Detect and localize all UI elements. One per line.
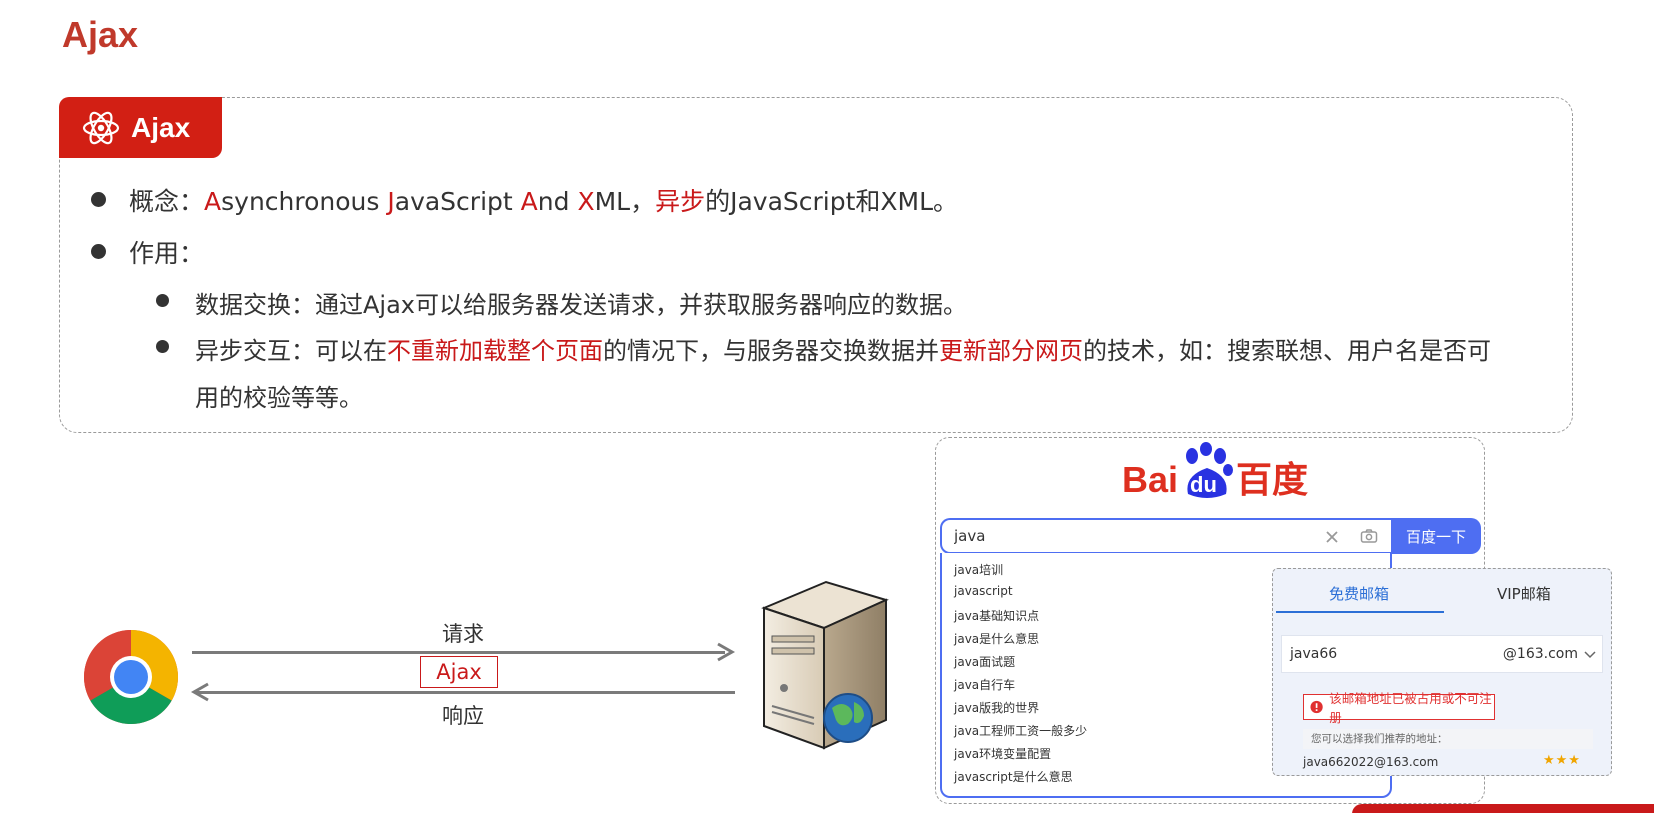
bullet-dot [156, 294, 169, 307]
bullet-dot [91, 192, 106, 207]
alert-icon [1310, 700, 1323, 714]
atom-icon [82, 111, 120, 144]
arrow-head-right-icon [717, 642, 736, 662]
clear-icon[interactable] [1325, 530, 1339, 544]
concept-box-tag-label: Ajax [131, 111, 191, 143]
concept-box [59, 97, 1573, 433]
mail-suggested-address[interactable]: java662022@163.com [1303, 755, 1439, 769]
suggestion-item[interactable]: java自行车 [954, 678, 1016, 692]
suggestion-item[interactable]: javascript [954, 584, 1013, 598]
suggestion-item[interactable]: java工程师工资一般多少 [954, 724, 1088, 738]
request-arrow [192, 651, 725, 654]
response-arrow [195, 691, 735, 694]
suggestion-item[interactable]: java培训 [954, 563, 1004, 577]
baidu-logo: Bai du 百度 [1122, 440, 1308, 500]
bullet-dot [91, 244, 106, 259]
mail-username-row: java66 @163.com [1281, 635, 1603, 673]
suggestion-item[interactable]: java基础知识点 [954, 609, 1040, 623]
tab-free-mail[interactable]: 免费邮箱 [1329, 585, 1390, 603]
mail-error-message: 该邮箱地址已被占用或不可注册 [1303, 691, 1495, 725]
concept-line: 概念：Asynchronous JavaScript And XML，异步的Ja… [129, 187, 959, 216]
chrome-icon [84, 630, 178, 724]
suggestion-item[interactable]: java面试题 [954, 655, 1016, 669]
chevron-down-icon[interactable] [1584, 650, 1596, 660]
suggestion-item[interactable]: java版我的世界 [954, 701, 1040, 715]
active-tab-underline [1276, 611, 1444, 613]
usage-label: 作用： [129, 239, 205, 268]
async-interaction-line-2: 用的校验等等。 [195, 384, 363, 412]
mail-suggestion-hint: 您可以选择我们推荐的地址： [1303, 729, 1593, 749]
page-title: Ajax [62, 14, 139, 55]
camera-icon[interactable] [1360, 528, 1378, 544]
baidu-search-box[interactable] [940, 518, 1392, 554]
suggestion-item[interactable]: javascript是什么意思 [954, 770, 1073, 784]
request-label: 请求 [442, 622, 484, 646]
ajax-badge: Ajax [420, 656, 498, 688]
tab-vip-mail[interactable]: VIP邮箱 [1497, 585, 1551, 603]
response-label: 响应 [442, 704, 484, 728]
star-rating-icon: ★★★ [1543, 753, 1581, 768]
baidu-search-input[interactable] [954, 527, 1254, 545]
suggestion-item[interactable]: java环境变量配置 [954, 747, 1052, 761]
suggestion-item[interactable]: java是什么意思 [954, 632, 1040, 646]
async-interaction-line: 异步交互：可以在不重新加载整个页面的情况下，与服务器交换数据并更新部分网页的技术… [195, 337, 1491, 365]
concept-box-tag: Ajax [59, 97, 222, 158]
server-icon [761, 580, 889, 750]
data-exchange-line: 数据交换：通过Ajax可以给服务器发送请求，并获取服务器响应的数据。 [195, 291, 967, 319]
decorative-corner [1352, 804, 1654, 813]
mail-domain-select[interactable]: @163.com [1502, 646, 1578, 662]
baidu-paw-icon: du [1180, 442, 1234, 500]
mail-register-panel: 免费邮箱 VIP邮箱 java66 @163.com 该邮箱地址已被占用或不可注… [1272, 568, 1612, 776]
bullet-dot [156, 340, 169, 353]
baidu-search-button[interactable]: 百度一下 [1391, 518, 1481, 554]
arrow-head-left-icon [190, 682, 209, 702]
mail-username-field[interactable]: java66 [1290, 646, 1338, 662]
